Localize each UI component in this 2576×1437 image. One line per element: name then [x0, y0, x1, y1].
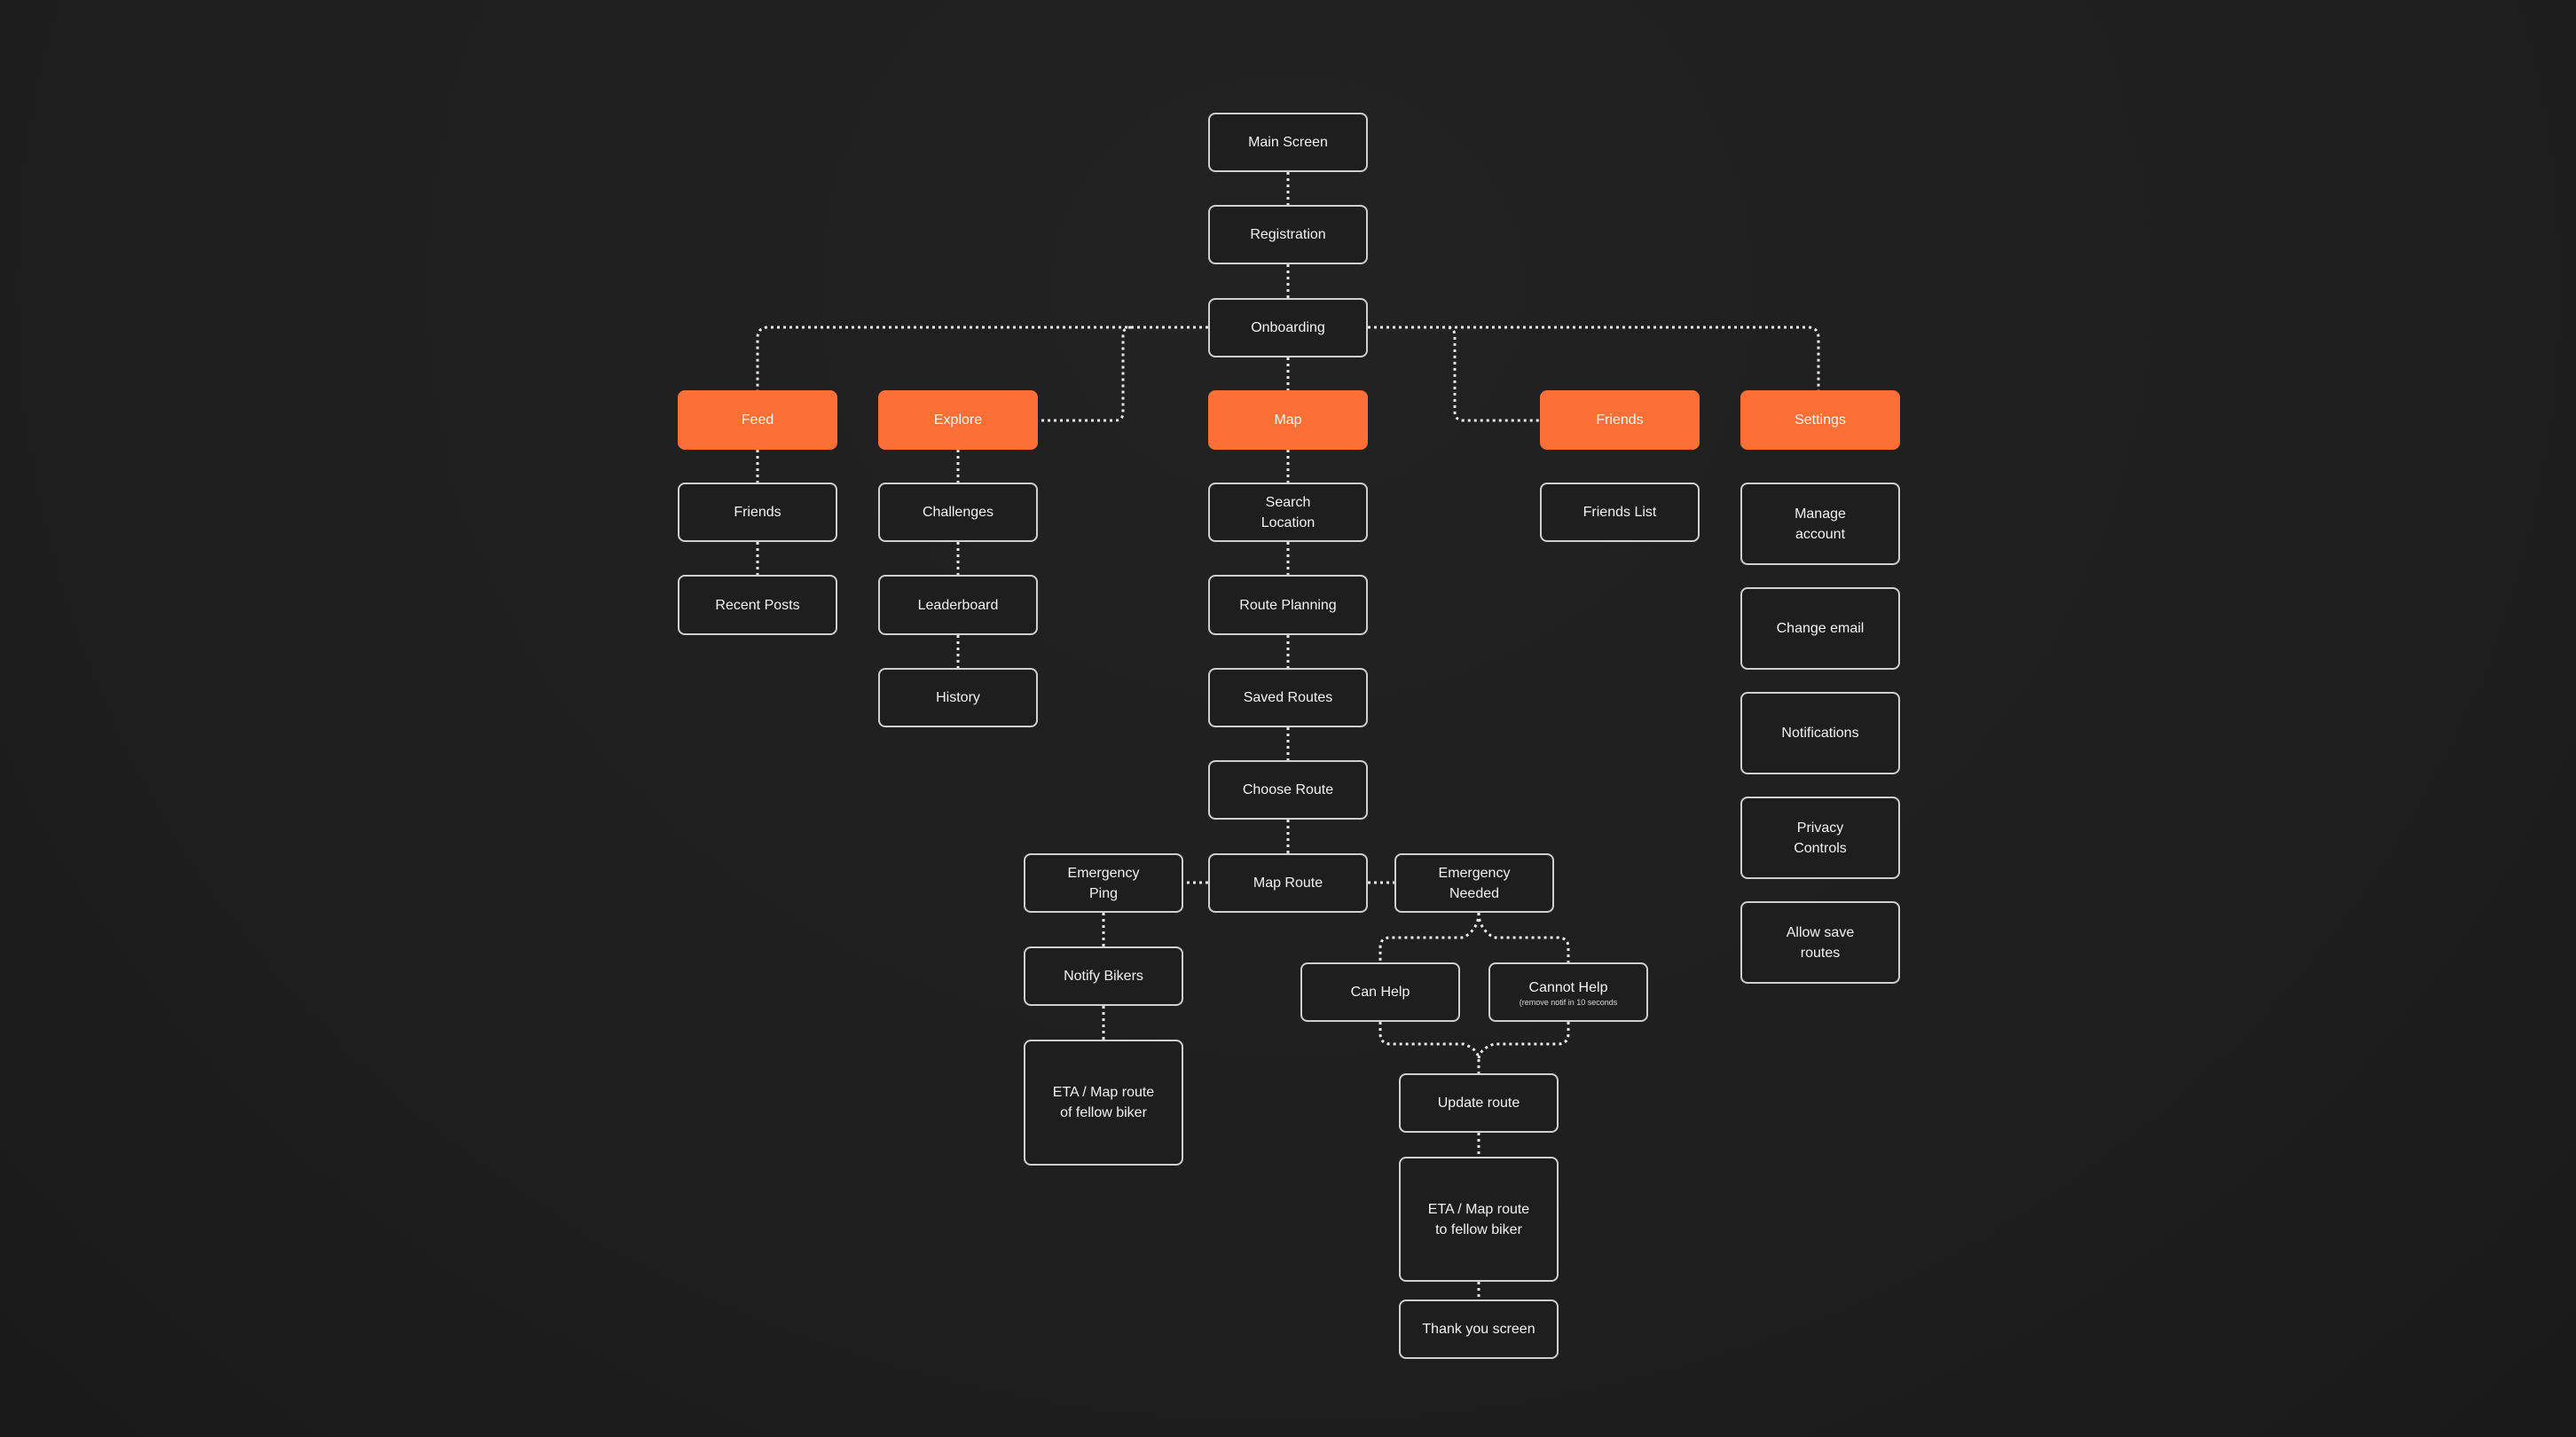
node-label: Onboarding: [1251, 320, 1325, 335]
node-label: of fellow biker: [1060, 1105, 1147, 1120]
node-label: Can Help: [1350, 985, 1410, 1000]
node-label: Emergency: [1438, 865, 1511, 881]
node-label: routes: [1800, 945, 1841, 961]
connector-needed-split: [1378, 912, 1480, 962]
node-recent-posts: Recent Posts: [678, 575, 837, 635]
node-label: ETA / Map route: [1427, 1201, 1530, 1217]
node-label: Emergency: [1067, 865, 1140, 881]
node-friends-tab: Friends: [1540, 390, 1700, 450]
node-label: Map Route: [1253, 876, 1323, 891]
node-friends-list: Friends List: [1540, 483, 1700, 542]
node-label: Update route: [1437, 1095, 1520, 1111]
node-challenges: Challenges: [878, 483, 1038, 542]
connector-merge-left: [1378, 1022, 1480, 1073]
node-label: Manage: [1795, 506, 1846, 522]
node-label: Search: [1265, 494, 1311, 510]
node-label: Settings: [1795, 412, 1846, 428]
node-saved-routes: Saved Routes: [1208, 668, 1368, 727]
connector-needed-split-right: [1477, 912, 1570, 962]
node-update-route: Update route: [1399, 1073, 1559, 1133]
node-onboarding: Onboarding: [1208, 298, 1368, 357]
node-eta-to-fellow-biker: ETA / Map route to fellow biker: [1399, 1157, 1559, 1282]
node-label: Cannot Help: [1528, 979, 1608, 995]
node-label: History: [936, 690, 980, 705]
node-label: Location: [1261, 514, 1315, 530]
node-label: Route Planning: [1239, 597, 1337, 613]
node-label: Leaderboard: [917, 597, 999, 613]
node-choose-route: Choose Route: [1208, 760, 1368, 820]
node-label: Privacy: [1796, 820, 1844, 836]
node-label: account: [1795, 526, 1846, 542]
node-map: Map: [1208, 390, 1368, 450]
connector-onboarding-friends: [1368, 326, 1540, 422]
node-label: Map: [1274, 412, 1302, 428]
node-label: Change email: [1776, 621, 1865, 636]
node-label: Friends List: [1583, 505, 1657, 520]
node-label: Choose Route: [1242, 782, 1334, 797]
node-can-help: Can Help: [1300, 962, 1460, 1022]
node-notifications: Notifications: [1740, 692, 1900, 774]
node-label: Allow save: [1786, 924, 1855, 940]
node-manage-account: Manage account: [1740, 483, 1900, 565]
node-label: Thank you screen: [1422, 1322, 1535, 1337]
node-explore: Explore: [878, 390, 1038, 450]
node-change-email: Change email: [1740, 587, 1900, 670]
node-label: Feed: [741, 412, 774, 428]
node-label: Notify Bikers: [1064, 969, 1143, 984]
node-label: Recent Posts: [715, 597, 800, 613]
node-label: Explore: [933, 412, 983, 428]
node-label: Friends: [734, 505, 781, 520]
node-label: Ping: [1088, 885, 1119, 901]
node-leaderboard: Leaderboard: [878, 575, 1038, 635]
node-thank-you-screen: Thank you screen: [1399, 1300, 1559, 1359]
node-friends: Friends: [678, 483, 837, 542]
node-label: Registration: [1250, 227, 1326, 242]
node-cannot-help: Cannot Help (remove notif in 10 seconds: [1488, 962, 1648, 1022]
connector-onboarding-explore: [1038, 326, 1132, 422]
node-registration: Registration: [1208, 205, 1368, 264]
node-label: to fellow biker: [1435, 1221, 1522, 1237]
connector-merge-right: [1477, 1022, 1570, 1061]
node-label: Notifications: [1781, 726, 1859, 741]
node-sublabel: (remove notif in 10 seconds: [1519, 997, 1618, 1007]
node-main-screen: Main Screen: [1208, 113, 1368, 172]
node-map-route: Map Route: [1208, 853, 1368, 913]
node-label: Friends: [1596, 412, 1644, 428]
node-label: Challenges: [922, 505, 994, 520]
node-notify-bikers: Notify Bikers: [1024, 946, 1183, 1006]
node-label: Saved Routes: [1243, 690, 1333, 705]
node-feed: Feed: [678, 390, 837, 450]
node-allow-save-routes: Allow save routes: [1740, 901, 1900, 984]
node-settings: Settings: [1740, 390, 1900, 450]
node-label: Controls: [1794, 840, 1847, 856]
node-history: History: [878, 668, 1038, 727]
node-label: Needed: [1449, 885, 1500, 901]
node-eta-of-fellow-biker: ETA / Map route of fellow biker: [1024, 1040, 1183, 1166]
node-label: Main Screen: [1248, 135, 1328, 150]
node-label: ETA / Map route: [1052, 1085, 1155, 1100]
connector-onboarding-settings: [1368, 326, 1820, 390]
node-route-planning: Route Planning: [1208, 575, 1368, 635]
connector-onboarding-feed: [756, 326, 1208, 390]
